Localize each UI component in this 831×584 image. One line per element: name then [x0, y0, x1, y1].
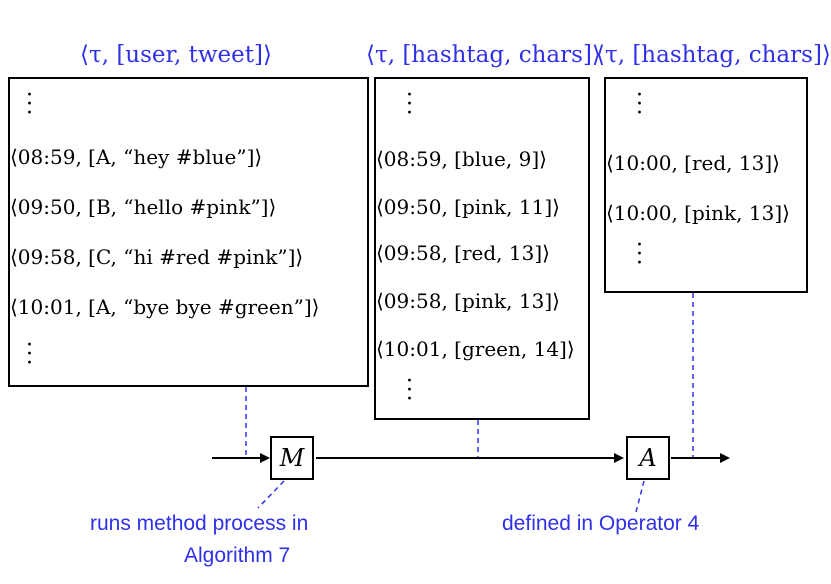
ellipsis-bottom: ··· — [406, 369, 413, 412]
middle-stream-header: ⟨τ, [hashtag, chars]⟩ — [366, 42, 601, 68]
m-note-line2: Algorithm 7 — [184, 544, 291, 567]
ellipsis-top: ··· — [636, 83, 643, 126]
middle-arrowhead — [614, 453, 624, 463]
ellipsis-bottom: ··· — [636, 233, 643, 276]
a-note-connector — [635, 480, 645, 513]
middle-row: ⟨08:59, [blue, 9]⟩ — [376, 147, 547, 171]
input-row: ⟨10:01, [A, “bye bye #green”]⟩ — [10, 295, 320, 319]
input-row: ⟨08:59, [A, “hey #blue”]⟩ — [10, 145, 263, 169]
operator-m: M — [270, 436, 314, 480]
ellipsis-bottom: ··· — [26, 333, 33, 376]
output-row: ⟨10:00, [red, 13]⟩ — [606, 151, 780, 175]
input-arrowhead — [260, 453, 270, 463]
input-row: ⟨09:58, [C, “hi #red #pink”]⟩ — [10, 245, 304, 269]
output-stream-box: ··· ⟨10:00, [red, 13]⟩ ⟨10:00, [pink, 13… — [604, 77, 808, 293]
output-arrowhead — [720, 453, 730, 463]
middle-stream-box: ··· ⟨08:59, [blue, 9]⟩ ⟨09:50, [pink, 11… — [374, 77, 590, 420]
middle-row: ⟨09:58, [pink, 13]⟩ — [376, 289, 560, 313]
input-row: ⟨09:50, [B, “hello #pink”]⟩ — [10, 195, 277, 219]
middle-row: ⟨09:50, [pink, 11]⟩ — [376, 195, 560, 219]
ellipsis-top: ··· — [26, 83, 33, 126]
middle-row: ⟨10:01, [green, 14]⟩ — [376, 337, 575, 361]
middle-row: ⟨09:58, [red, 13]⟩ — [376, 241, 550, 265]
output-row: ⟨10:00, [pink, 13]⟩ — [606, 201, 790, 225]
m-note-connector — [257, 480, 285, 509]
output-stream-header: ⟨τ, [hashtag, chars]⟩ — [596, 42, 831, 68]
m-note-line1: runs method process in — [90, 512, 309, 535]
input-stream-box: ··· ⟨08:59, [A, “hey #blue”]⟩ ⟨09:50, [B… — [8, 77, 369, 387]
ellipsis-top: ··· — [406, 83, 413, 126]
operator-a: A — [626, 436, 670, 480]
input-stream-header: ⟨τ, [user, tweet]⟩ — [80, 42, 272, 68]
a-note-line1: defined in Operator 4 — [502, 512, 700, 535]
